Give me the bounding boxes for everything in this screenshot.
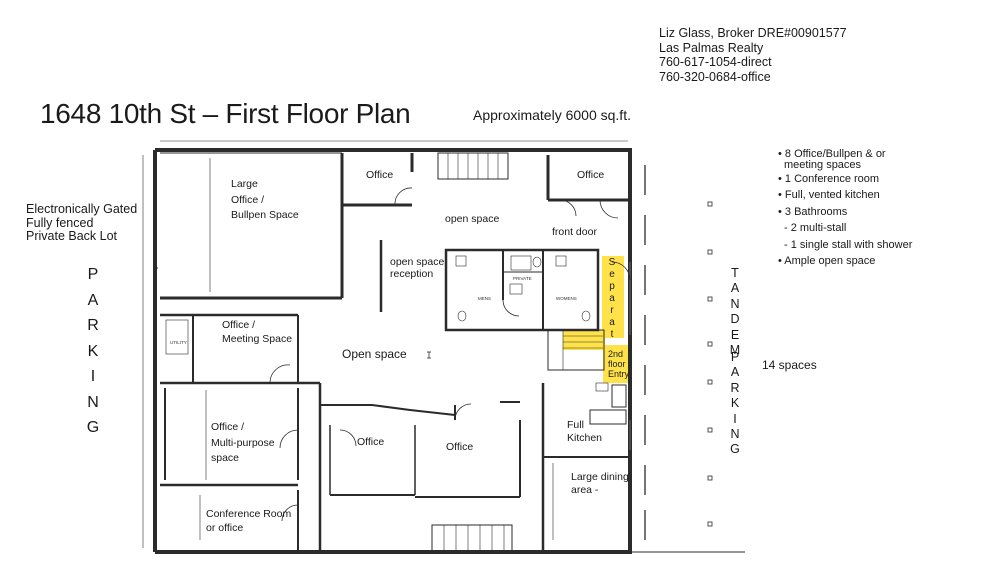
lot-note-line: Electronically Gated — [26, 202, 138, 216]
room-label-line: Multi-purpose — [211, 436, 275, 449]
conference-label: Conference Room or office — [206, 507, 291, 535]
reception-label: open space reception — [390, 256, 444, 280]
separate-letter: t — [610, 329, 614, 340]
separate-letter: p — [609, 281, 615, 292]
utility-label: UTILITY — [170, 340, 187, 345]
room-label-line: Bullpen Space — [231, 209, 299, 221]
room-label-line: Office / — [231, 193, 265, 206]
room-label-line: Large dining — [571, 471, 629, 483]
separate-letter: a — [609, 317, 615, 328]
large-office-label: Large Office / Bullpen Space — [231, 177, 299, 224]
dining-label: Large dining area - — [571, 471, 629, 497]
feature-item: • 3 Bathrooms — [778, 205, 848, 218]
parking-letter: P — [87, 266, 99, 283]
room-label-line: Kitchen — [567, 432, 603, 444]
office-bottom-right-label: Office — [446, 441, 474, 453]
tandem-parking-letter: I — [733, 411, 737, 426]
tandem-letter: N — [730, 296, 740, 311]
parking-letter: K — [87, 342, 99, 360]
feature-item: - 1 single stall with shower — [784, 238, 913, 251]
tandem-parking-letter: G — [730, 442, 740, 457]
tandem-parking-letter: P — [730, 350, 740, 364]
lot-note-line: Private Back Lot — [26, 229, 118, 244]
office-bottom-left-label: Office — [357, 436, 385, 448]
room-label-line: 2nd — [608, 349, 624, 359]
separate-entry-label: S e p a r a t — [606, 257, 618, 341]
tandem-label: T A N D E M — [728, 266, 742, 358]
room-label-line: area - — [571, 484, 599, 496]
features-list: • 8 Office/Bullpen & or meeting spaces •… — [778, 146, 912, 270]
broker-name: Liz Glass, Broker DRE#00901577 — [659, 26, 847, 40]
room-label-line: Large — [231, 178, 258, 190]
room-label-line: Entry — [608, 369, 630, 379]
office-meeting-label: Office / Meeting Space — [222, 318, 292, 346]
stair-highlight — [563, 330, 605, 350]
office-multipurpose-label: Office / Multi-purpose space — [211, 420, 275, 467]
area-subtitle: Approximately 6000 sq.ft. — [473, 107, 631, 123]
separate-letter: S — [608, 257, 616, 268]
room-label-line: reception — [390, 268, 434, 280]
tandem-parking-letter: R — [730, 380, 740, 395]
tandem-letter: M — [729, 343, 741, 358]
front-door-label: front door — [552, 226, 597, 238]
feature-item: • 1 Conference room — [778, 172, 880, 185]
second-floor-entry-label: 2nd floor Entry — [608, 349, 629, 379]
office-top-right-label: Office — [577, 169, 605, 181]
tandem-letter: E — [730, 327, 740, 342]
parking-label-left: P A R K I N G — [85, 262, 101, 441]
mens-label: MENS — [478, 296, 492, 301]
room-label-line: open space — [390, 256, 445, 268]
separate-letter: a — [609, 293, 615, 304]
room-label-line: space — [211, 452, 240, 464]
room-label-line: Full — [567, 419, 584, 431]
room-label-line: Office / — [222, 319, 256, 331]
lot-note: Electronically Gated Fully fenced Privat… — [26, 202, 138, 244]
kitchen-label: Full Kitchen — [567, 419, 602, 445]
broker-info: Liz Glass, Broker DRE#00901577 Las Palma… — [659, 26, 847, 84]
tandem-parking-letter: N — [730, 427, 740, 442]
feature-item: • Ample open space — [778, 255, 876, 267]
room-label-line: or office — [206, 522, 244, 534]
room-label-line: Meeting Space — [222, 333, 293, 345]
second-floor-entry-highlight — [603, 345, 629, 383]
room-label-line: Conference Room — [206, 508, 292, 520]
separate-letter: e — [609, 269, 615, 280]
tandem-parking-letter: K — [730, 396, 740, 411]
parking-letter: I — [90, 368, 96, 385]
feature-item: - 2 multi-stall — [784, 222, 847, 234]
broker-office-phone: 760-320-0684-office — [659, 69, 771, 84]
spaces-count: 14 spaces — [762, 358, 817, 372]
lot-note-line: Fully fenced — [26, 215, 94, 230]
parking-letter: A — [87, 291, 99, 309]
tandem-letter: D — [730, 312, 740, 327]
tandem-parking-label: P A R K I N G — [728, 350, 742, 458]
separate-letter: r — [610, 305, 614, 316]
parking-letter: N — [87, 393, 99, 411]
feature-item: • 8 Office/Bullpen & or — [778, 148, 886, 160]
office-top-small-label: Office — [366, 169, 394, 181]
feature-item: • Full, vented kitchen — [778, 189, 880, 201]
broker-direct-phone: 760-617-1054-direct — [659, 55, 772, 70]
tandem-letter: A — [730, 281, 740, 296]
private-label: PRIVATE — [513, 276, 532, 281]
open-space-top-label: open space — [445, 213, 500, 225]
tandem-parking-letter: A — [730, 365, 740, 380]
parking-letter: G — [86, 419, 100, 436]
separate-entry-highlight — [602, 256, 624, 338]
tandem-letter: T — [731, 266, 739, 280]
open-space-center-label: Open space — [342, 347, 407, 361]
parking-letter: R — [87, 317, 99, 334]
feature-item: meeting spaces — [784, 158, 862, 171]
room-label-line: floor — [608, 359, 626, 369]
page-title: 1648 10th St – First Floor Plan — [40, 98, 411, 129]
womens-label: WOMENS — [556, 296, 577, 301]
room-label-line: Office / — [211, 421, 245, 433]
broker-company: Las Palmas Realty — [659, 40, 764, 55]
